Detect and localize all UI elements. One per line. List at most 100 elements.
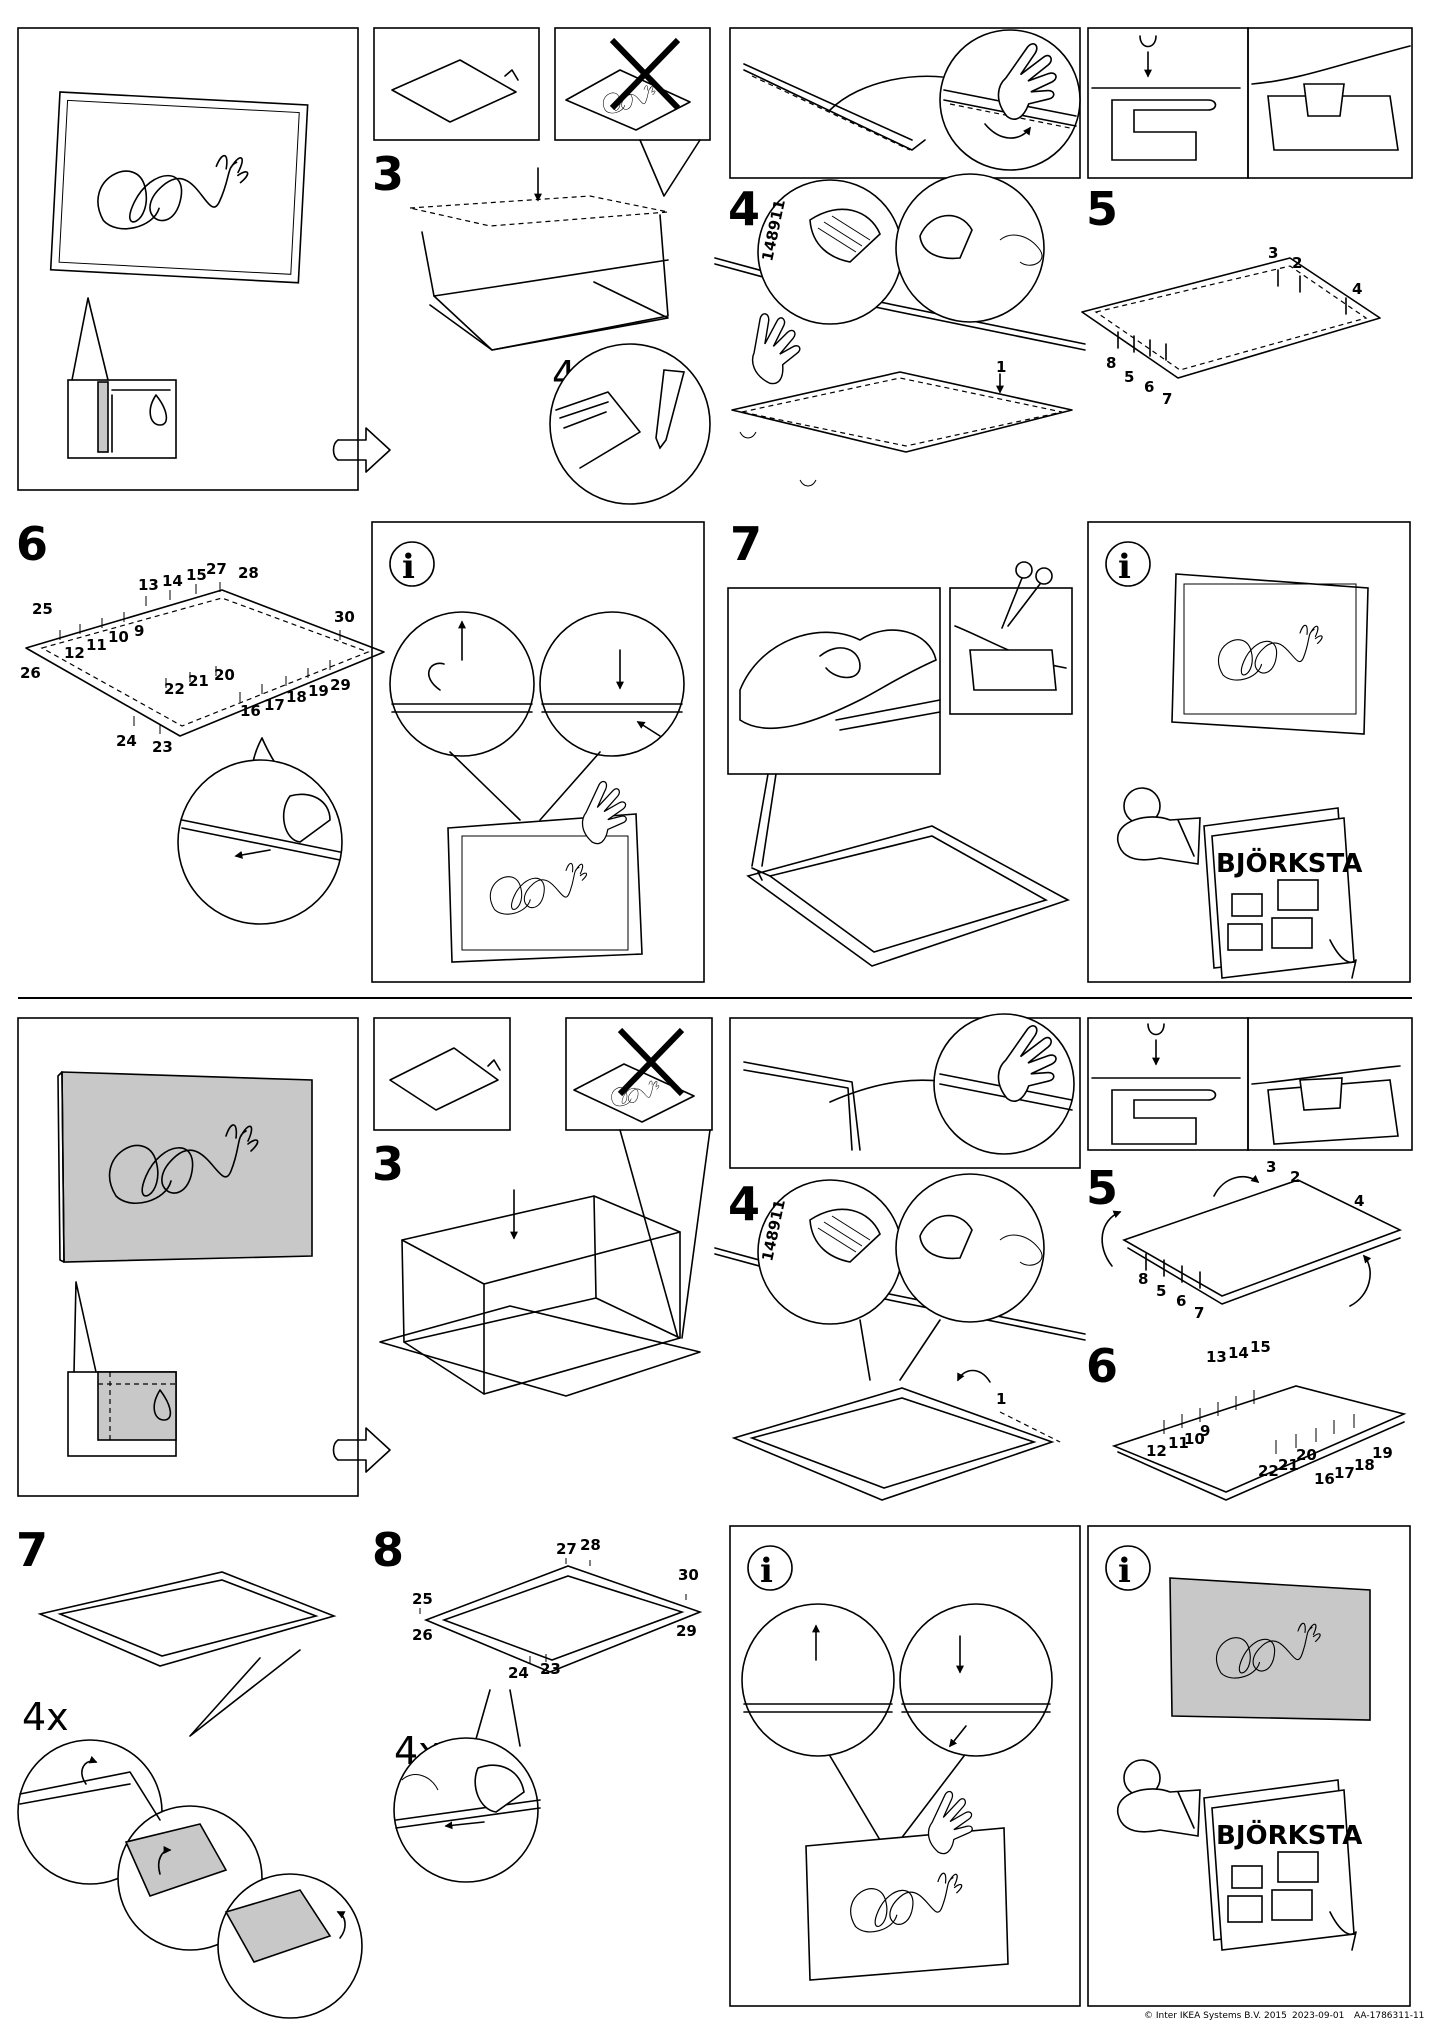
svg-text:10: 10 bbox=[1184, 1430, 1205, 1448]
svg-text:28: 28 bbox=[580, 1536, 601, 1554]
curved-arrow-icon bbox=[1101, 1210, 1122, 1267]
svg-text:4: 4 bbox=[1354, 1192, 1364, 1210]
footer: © Inter IKEA Systems B.V. 2015 2023-09-0… bbox=[1144, 2011, 1424, 2021]
svg-text:12: 12 bbox=[1146, 1442, 1167, 1460]
svg-text:i: i bbox=[1118, 547, 1131, 587]
svg-text:i: i bbox=[1118, 1551, 1131, 1591]
svg-text:9: 9 bbox=[1200, 1422, 1210, 1440]
svg-text:5: 5 bbox=[1156, 1282, 1166, 1300]
svg-text:6: 6 bbox=[1176, 1292, 1186, 1310]
brush-icon bbox=[809, 208, 973, 263]
cross-icon bbox=[609, 37, 681, 111]
top-info-panel: i bbox=[371, 521, 705, 983]
top-step4-panel: 4 148911 1 bbox=[714, 27, 1086, 487]
svg-text:13: 13 bbox=[138, 576, 159, 594]
svg-text:15: 15 bbox=[186, 566, 207, 584]
brush-icon bbox=[474, 1764, 525, 1813]
step-number: 7 bbox=[16, 1523, 48, 1577]
pointing-hand-icon bbox=[730, 306, 813, 389]
top-step3-panel: 3 4x bbox=[372, 27, 711, 505]
svg-text:16: 16 bbox=[1314, 1470, 1335, 1488]
svg-text:27: 27 bbox=[556, 1540, 577, 1558]
bottom-booklet-panel: i BJÖRKSTA bbox=[1087, 1525, 1411, 2007]
svg-text:17: 17 bbox=[264, 696, 285, 714]
step-number: 4 bbox=[728, 1177, 760, 1231]
svg-text:11: 11 bbox=[86, 636, 107, 654]
step-number: 5 bbox=[1086, 1161, 1118, 1215]
curved-arrow-icon bbox=[157, 1846, 172, 1875]
step-number: 5 bbox=[1086, 182, 1118, 236]
svg-text:5: 5 bbox=[1124, 368, 1134, 386]
scissors-icon bbox=[1001, 561, 1053, 629]
svg-text:19: 19 bbox=[308, 682, 329, 700]
pencil-icon bbox=[655, 369, 686, 450]
booklet-title: BJÖRKSTA bbox=[1216, 1818, 1362, 1851]
svg-text:26: 26 bbox=[412, 1626, 433, 1644]
svg-text:12: 12 bbox=[64, 644, 85, 662]
step-number: 3 bbox=[372, 147, 404, 201]
svg-text:27: 27 bbox=[206, 560, 227, 578]
scissors-icon bbox=[751, 867, 771, 881]
curved-arrow-icon bbox=[1213, 1174, 1260, 1197]
svg-text:25: 25 bbox=[32, 600, 53, 618]
footer-doc-id: AA-1786311-11 bbox=[1354, 2011, 1424, 2021]
step-number: 7 bbox=[730, 517, 762, 571]
svg-text:29: 29 bbox=[330, 676, 351, 694]
curved-arrow-icon bbox=[1349, 1254, 1372, 1307]
svg-text:3: 3 bbox=[1266, 1158, 1276, 1176]
svg-text:29: 29 bbox=[676, 1622, 697, 1640]
svg-text:7: 7 bbox=[1162, 390, 1172, 408]
top-step7-panel: 7 bbox=[727, 517, 1073, 967]
svg-text:2: 2 bbox=[1290, 1168, 1300, 1186]
svg-text:23: 23 bbox=[540, 1660, 561, 1678]
step-number: 6 bbox=[1086, 1339, 1118, 1393]
svg-text:8: 8 bbox=[1138, 1270, 1148, 1288]
svg-text:21: 21 bbox=[1278, 1456, 1299, 1474]
svg-text:14: 14 bbox=[1228, 1344, 1249, 1362]
top-step6-panel: 6 25 26 12 11 10 9 13 14 15 27 28 30 29 … bbox=[16, 517, 385, 925]
svg-text:6: 6 bbox=[1144, 378, 1154, 396]
svg-text:23: 23 bbox=[152, 738, 173, 756]
svg-text:i: i bbox=[760, 1551, 773, 1591]
svg-text:1: 1 bbox=[996, 358, 1006, 376]
info-circle-icon: i bbox=[1105, 541, 1151, 587]
step-number: 3 bbox=[372, 1137, 404, 1191]
svg-text:11: 11 bbox=[1168, 1434, 1189, 1452]
bottom-overview-panel bbox=[17, 1017, 391, 1497]
booklet-title: BJÖRKSTA bbox=[1216, 846, 1362, 879]
arrow-right-outline-icon bbox=[332, 1427, 391, 1473]
step-number: 8 bbox=[372, 1523, 404, 1577]
footer-copyright: © Inter IKEA Systems B.V. 2015 bbox=[1144, 2011, 1287, 2021]
arrow-right-outline-icon bbox=[332, 427, 391, 473]
svg-text:8: 8 bbox=[1106, 354, 1116, 372]
brush-icon bbox=[809, 1208, 973, 1263]
svg-text:16: 16 bbox=[240, 702, 261, 720]
person-reading-icon bbox=[1117, 787, 1201, 865]
footer-date: 2023-09-01 bbox=[1292, 2011, 1344, 2021]
info-circle-icon: i bbox=[747, 1545, 793, 1591]
person-reading-icon bbox=[1117, 1759, 1201, 1837]
svg-text:19: 19 bbox=[1372, 1444, 1393, 1462]
svg-text:17: 17 bbox=[1334, 1464, 1355, 1482]
svg-text:22: 22 bbox=[164, 680, 185, 698]
top-step5-panel: 5 3 2 4 8 5 6 7 bbox=[1081, 27, 1413, 408]
svg-text:30: 30 bbox=[678, 1566, 699, 1584]
step-number: 6 bbox=[16, 517, 48, 571]
svg-text:30: 30 bbox=[334, 608, 355, 626]
svg-text:2: 2 bbox=[1292, 254, 1302, 272]
bottom-step7-panel: 7 4x bbox=[16, 1523, 363, 2019]
svg-text:7: 7 bbox=[1194, 1304, 1204, 1322]
quantity-label: 4x bbox=[22, 1695, 69, 1739]
svg-text:15: 15 bbox=[1250, 1338, 1271, 1356]
svg-text:18: 18 bbox=[1354, 1456, 1375, 1474]
svg-text:9: 9 bbox=[134, 622, 144, 640]
svg-text:18: 18 bbox=[286, 688, 307, 706]
top-overview-panel bbox=[17, 27, 391, 491]
svg-text:1: 1 bbox=[996, 1390, 1006, 1408]
curved-arrow-icon bbox=[81, 1755, 98, 1785]
bottom-step56-panel: 5 3 2 4 8 5 6 7 6 13 14 15 12 11 10 9 22… bbox=[1086, 1017, 1413, 1501]
svg-text:13: 13 bbox=[1206, 1348, 1227, 1366]
bottom-step3-panel: 3 bbox=[372, 1017, 713, 1397]
svg-text:4: 4 bbox=[1352, 280, 1362, 298]
curved-arrow-icon bbox=[957, 1369, 991, 1383]
